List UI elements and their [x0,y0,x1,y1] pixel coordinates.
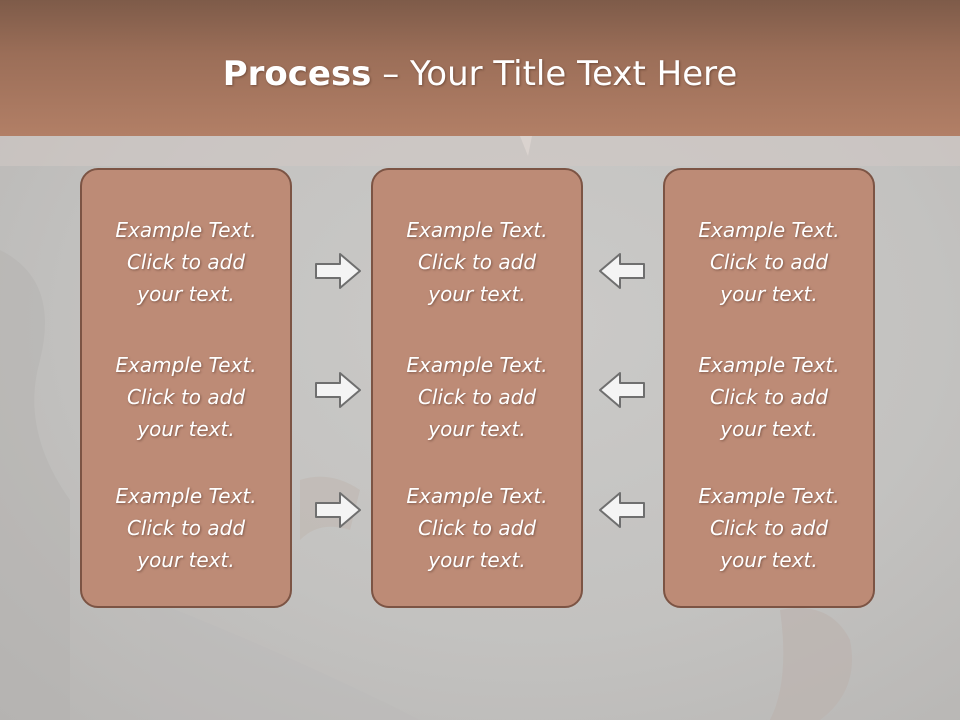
text-block[interactable]: Example Text. Click to add your text. [373,214,581,310]
text-block[interactable]: Example Text. Click to add your text. [82,480,290,576]
text-block[interactable]: Example Text. Click to add your text. [373,349,581,445]
process-box-right[interactable]: Example Text. Click to add your text. Ex… [663,168,875,608]
text-line: Click to add [709,250,829,274]
title-bar [0,0,960,136]
text-line: Click to add [709,385,829,409]
arrow-left-icon[interactable] [598,490,646,530]
text-line: your text. [720,548,818,572]
text-block[interactable]: Example Text. Click to add your text. [665,480,873,576]
text-block[interactable]: Example Text. Click to add your text. [373,480,581,576]
text-line: your text. [137,417,235,441]
text-line: Click to add [709,516,829,540]
process-box-left[interactable]: Example Text. Click to add your text. Ex… [80,168,292,608]
process-box-center[interactable]: Example Text. Click to add your text. Ex… [371,168,583,608]
text-line: Example Text. [698,218,840,242]
text-line: Click to add [126,250,246,274]
text-block[interactable]: Example Text. Click to add your text. [665,349,873,445]
arrow-right-icon[interactable] [314,490,362,530]
text-line: Example Text. [115,218,257,242]
text-block[interactable]: Example Text. Click to add your text. [82,349,290,445]
text-line: Click to add [417,250,537,274]
text-line: Click to add [126,385,246,409]
arrow-right-icon[interactable] [314,370,362,410]
text-line: your text. [428,548,526,572]
text-line: Example Text. [406,484,548,508]
text-line: Click to add [417,385,537,409]
text-line: Example Text. [406,353,548,377]
title-rest: – Your Title Text Here [371,54,738,94]
text-line: Click to add [417,516,537,540]
arrow-left-icon[interactable] [598,251,646,291]
text-line: Click to add [126,516,246,540]
text-line: your text. [428,282,526,306]
text-line: Example Text. [698,484,840,508]
text-line: Example Text. [115,484,257,508]
text-block[interactable]: Example Text. Click to add your text. [665,214,873,310]
text-line: your text. [137,548,235,572]
text-line: Example Text. [406,218,548,242]
slide-title[interactable]: Process – Your Title Text Here [0,52,960,96]
text-line: your text. [137,282,235,306]
title-bold: Process [222,54,372,94]
title-bar-band [0,136,960,166]
text-line: your text. [720,282,818,306]
text-block[interactable]: Example Text. Click to add your text. [82,214,290,310]
text-line: your text. [428,417,526,441]
arrow-right-icon[interactable] [314,251,362,291]
text-line: Example Text. [698,353,840,377]
arrow-left-icon[interactable] [598,370,646,410]
text-line: Example Text. [115,353,257,377]
text-line: your text. [720,417,818,441]
